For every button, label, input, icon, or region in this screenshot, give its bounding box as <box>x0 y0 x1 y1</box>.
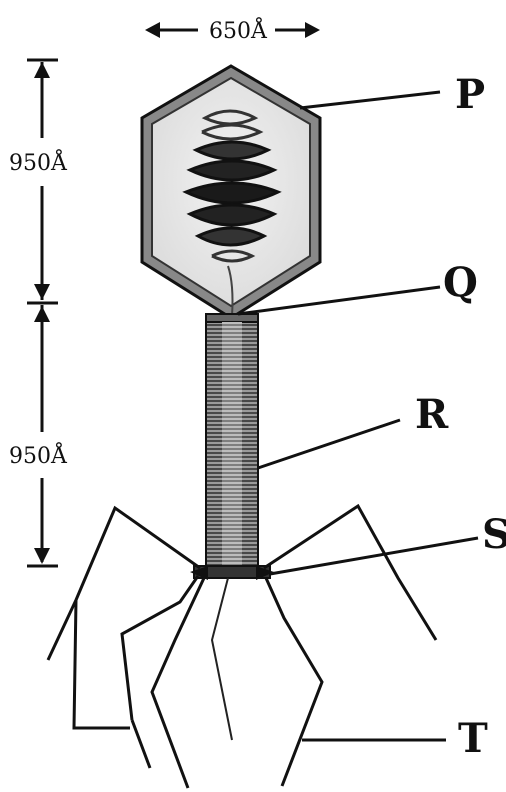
phage-head <box>142 66 320 318</box>
label-r: R <box>415 391 449 438</box>
head-height-dimension: 950Å <box>9 60 68 300</box>
phage-collar <box>206 314 258 322</box>
head-height-label: 950Å <box>9 148 68 176</box>
label-s: S <box>482 511 506 558</box>
head-width-label: 650Å <box>209 16 268 44</box>
label-q: Q <box>443 259 478 306</box>
label-t: T <box>458 715 488 762</box>
tail-length-dimension: 950Å <box>9 303 68 566</box>
head-width-dimension: 650Å <box>145 16 320 44</box>
label-p: P <box>455 71 485 118</box>
tail-length-label: 950Å <box>9 441 68 469</box>
phage-tail <box>206 322 258 568</box>
